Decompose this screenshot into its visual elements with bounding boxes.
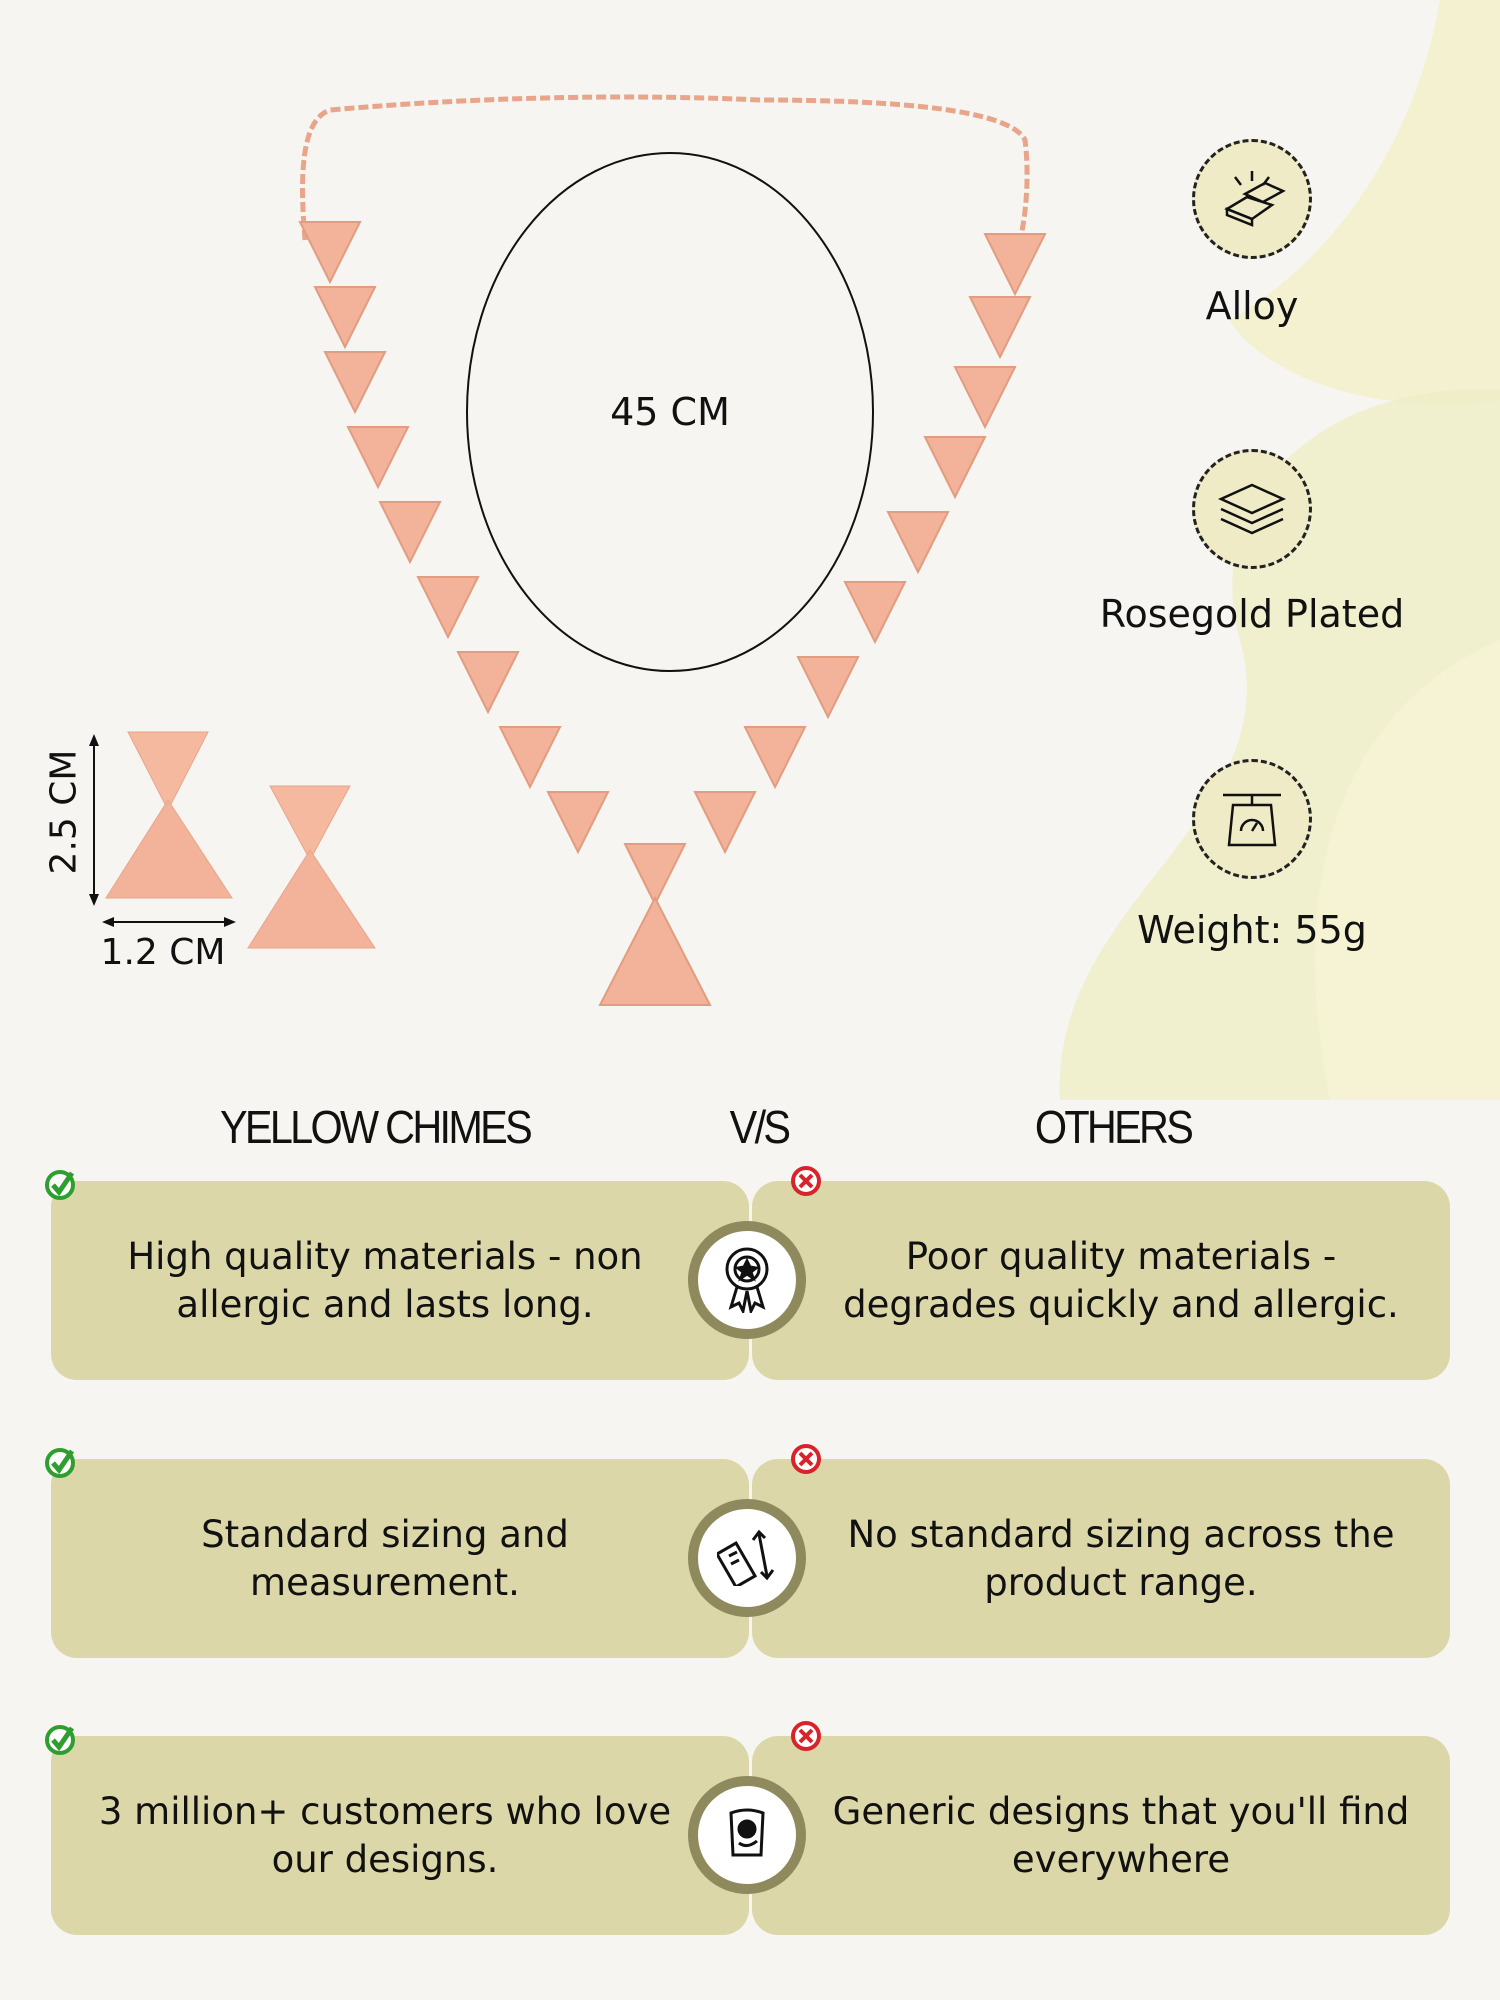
necklace-link <box>346 426 410 490</box>
necklace-link <box>693 791 757 855</box>
necklace-link <box>546 791 610 855</box>
others-point-text: No standard sizing across the product ra… <box>847 1512 1395 1604</box>
check-icon <box>45 1725 75 1755</box>
feature-weight <box>1192 759 1312 879</box>
check-icon <box>45 1170 75 1200</box>
necklace-link <box>498 726 562 790</box>
necklace-image <box>298 94 1047 1006</box>
others-point: Poor quality materials - degrades quickl… <box>752 1181 1450 1380</box>
others-header: OTHERS <box>1034 1101 1194 1153</box>
quality-badge-icon <box>719 1243 775 1317</box>
others-point-text: Generic designs that you'll find everywh… <box>832 1789 1410 1881</box>
feature-plating <box>1192 449 1312 569</box>
cross-icon <box>791 1721 821 1751</box>
feature-label: Alloy <box>1205 284 1299 328</box>
necklace-link <box>313 286 377 350</box>
necklace-link <box>968 296 1032 360</box>
necklace-link <box>923 436 987 500</box>
earrings-image <box>89 731 376 949</box>
necklace-link <box>886 511 950 575</box>
customer-jewelry-icon <box>717 1803 777 1867</box>
vs-header: V/S <box>729 1101 791 1153</box>
necklace-link <box>953 366 1017 430</box>
customer-jewelry-icon-badge <box>688 1776 806 1894</box>
brand-point: 3 million+ customers who love our design… <box>51 1736 749 1935</box>
necklace-link <box>323 351 387 415</box>
gold-bars-icon <box>1224 171 1286 227</box>
necklace-link <box>743 726 807 790</box>
necklace-pendant <box>598 895 712 1006</box>
others-point: No standard sizing across the product ra… <box>752 1459 1450 1658</box>
others-point: Generic designs that you'll find everywh… <box>752 1736 1450 1935</box>
necklace-link <box>983 233 1047 297</box>
brand-point: Standard sizing and measurement. <box>51 1459 749 1658</box>
feature-alloy <box>1192 139 1312 259</box>
cross-icon <box>791 1166 821 1196</box>
brand-point-text: Standard sizing and measurement. <box>201 1512 569 1604</box>
brand-point-text: 3 million+ customers who love our design… <box>98 1789 672 1881</box>
brand-point: High quality materials - non allergic an… <box>51 1181 749 1380</box>
earring-height-label: 2.5 CM <box>43 749 85 875</box>
layers-icon <box>1217 483 1287 535</box>
earring-width-label: 1.2 CM <box>100 932 226 973</box>
necklace-link <box>623 843 687 907</box>
others-point-text: Poor quality materials - degrades quickl… <box>843 1234 1399 1326</box>
necklace-link <box>298 221 362 285</box>
necklace-link <box>378 501 442 565</box>
quality-badge-icon-badge <box>688 1221 806 1339</box>
ruler-icon-badge <box>688 1499 806 1617</box>
cross-icon <box>791 1444 821 1474</box>
necklace-link <box>796 656 860 720</box>
feature-label: Weight: 55g <box>1137 908 1367 952</box>
brand-header: YELLOW CHIMES <box>220 1101 533 1153</box>
brand-point-text: High quality materials - non allergic an… <box>127 1234 643 1326</box>
feature-label: Rosegold Plated <box>1099 592 1405 636</box>
necklace-link <box>843 581 907 645</box>
ruler-icon <box>714 1526 777 1590</box>
necklace-link <box>416 576 480 640</box>
necklace-link <box>456 651 520 715</box>
necklace-length-label: 45 CM <box>610 390 730 434</box>
check-icon <box>45 1448 75 1478</box>
weighing-scale-icon <box>1223 793 1281 847</box>
